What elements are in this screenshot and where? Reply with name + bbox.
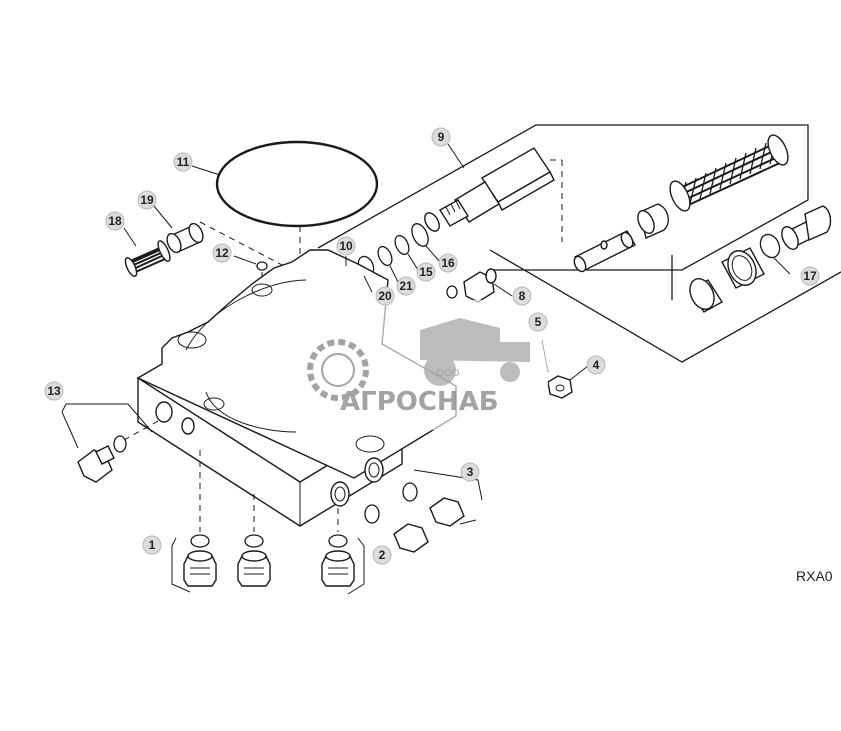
svg-text:15: 15 — [419, 265, 433, 279]
seal-21 — [377, 245, 393, 267]
plug-3b — [364, 504, 429, 553]
fitting-group-1b — [237, 534, 271, 587]
label-8: 8 — [512, 286, 532, 306]
svg-text:19: 19 — [140, 193, 154, 207]
label-17: 17 — [800, 266, 820, 286]
valve-plug-fitting — [781, 205, 832, 250]
small-spring — [124, 240, 171, 277]
plug-13 — [77, 445, 115, 483]
label-2: 2 — [372, 545, 392, 565]
svg-text:10: 10 — [339, 239, 353, 253]
hex-fitting-8 — [463, 268, 497, 303]
hex-nut-4 — [547, 375, 573, 399]
svg-text:1: 1 — [149, 538, 156, 552]
svg-text:5: 5 — [535, 315, 542, 329]
label-12: 12 — [212, 243, 232, 263]
label-4: 4 — [586, 355, 606, 375]
watermark-company: АГРОСНАБ — [340, 387, 499, 417]
svg-text:8: 8 — [519, 289, 526, 303]
label-20: 20 — [375, 286, 395, 306]
valve-piston — [689, 278, 723, 313]
label-5: 5 — [528, 312, 548, 332]
svg-text:21: 21 — [399, 279, 413, 293]
svg-text:2: 2 — [379, 548, 386, 562]
watermark-logo: ООО АГРОСНАБ — [300, 300, 548, 430]
svg-text:13: 13 — [47, 384, 61, 398]
svg-text:20: 20 — [378, 289, 392, 303]
svg-text:3: 3 — [467, 465, 474, 479]
fitting-group-2 — [321, 534, 355, 587]
valve-o-ring-17 — [759, 233, 781, 259]
seal-13 — [113, 435, 127, 453]
label-13: 13 — [44, 381, 64, 401]
svg-text:11: 11 — [177, 155, 190, 169]
relief-valve-body — [424, 147, 555, 232]
large-spring — [669, 134, 789, 212]
plug-3a — [402, 482, 465, 527]
large-o-ring — [215, 140, 379, 228]
valve-spool — [573, 230, 636, 273]
label-16: 16 — [438, 253, 458, 273]
label-19: 19 — [137, 190, 157, 210]
reference-code: RXA0 — [796, 568, 833, 584]
svg-text:17: 17 — [803, 269, 817, 283]
label-3: 3 — [460, 462, 480, 482]
label-21: 21 — [396, 276, 416, 296]
valve-cap — [637, 203, 669, 239]
sleeve-bushing — [166, 222, 204, 254]
seal-16 — [411, 223, 429, 247]
valve-sleeve — [721, 247, 765, 289]
svg-text:12: 12 — [215, 246, 229, 260]
label-15: 15 — [416, 262, 436, 282]
valve-kit-outline — [317, 124, 841, 363]
watermark-prefix: ООО — [436, 368, 460, 379]
label-10: 10 — [336, 236, 356, 256]
svg-text:16: 16 — [441, 256, 455, 270]
label-18: 18 — [105, 211, 125, 231]
seal-15 — [394, 234, 410, 256]
svg-text:4: 4 — [593, 358, 600, 372]
svg-text:9: 9 — [438, 130, 445, 144]
callout-leaders — [123, 143, 791, 381]
fitting-group-1 — [183, 534, 217, 587]
svg-text:18: 18 — [108, 214, 122, 228]
gear-icon — [307, 339, 369, 401]
label-1: 1 — [142, 535, 162, 555]
tractor-icon — [420, 318, 530, 362]
label-11: 11 — [173, 152, 193, 172]
label-9: 9 — [431, 127, 451, 147]
small-o-ring — [256, 261, 268, 271]
